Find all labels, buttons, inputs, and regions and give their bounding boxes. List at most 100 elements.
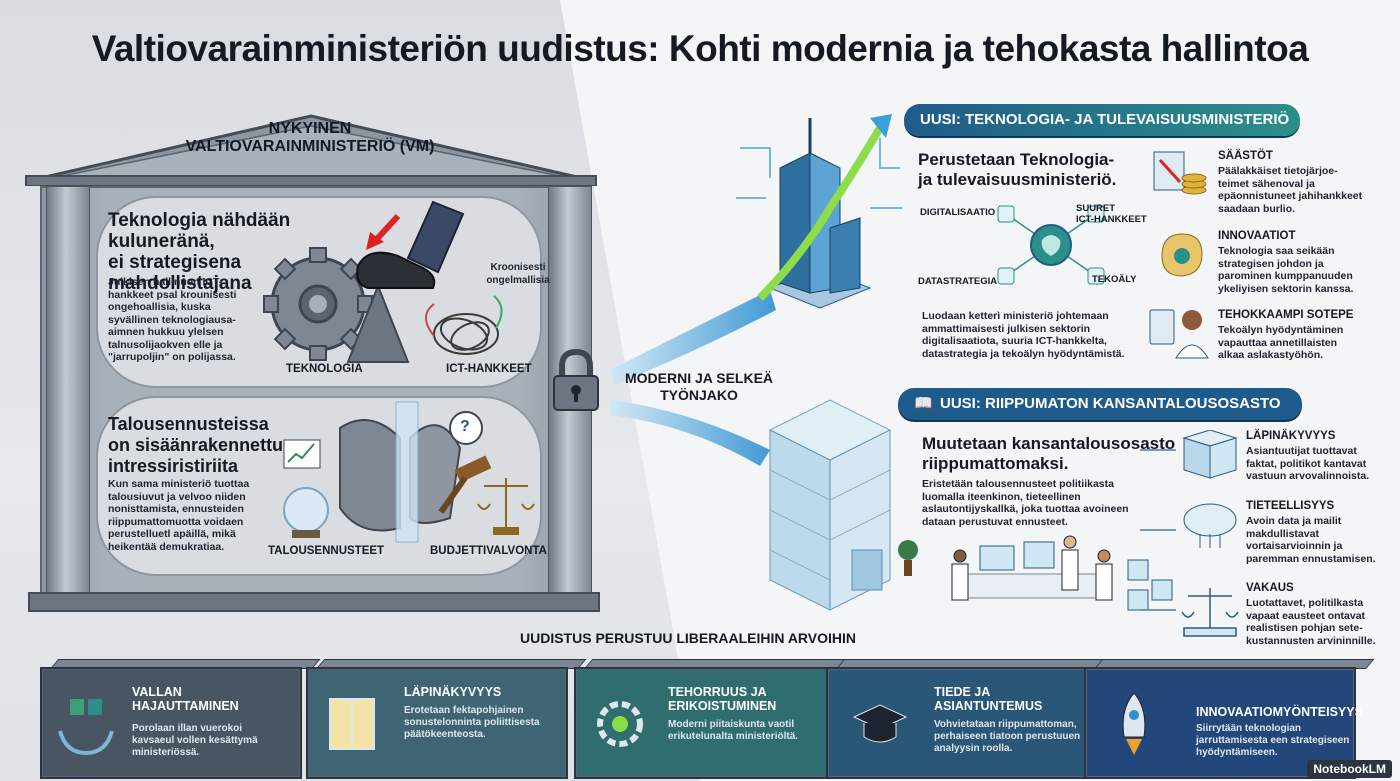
value-title-line2: HAJAUTTAMINEN — [132, 699, 239, 713]
split-arrows — [610, 290, 776, 466]
current-title-line2: VALTIOVARAINMINISTERIÖ (VM) — [185, 138, 435, 155]
value-title: TEHORRUUS JA ERIKOISTUMINEN — [668, 685, 776, 713]
science-text-line: makdullistavat — [1246, 527, 1319, 540]
rocket-icon — [1122, 692, 1146, 755]
gavel-icon — [438, 455, 492, 514]
gear-icon — [263, 247, 373, 361]
savings-icon — [1153, 151, 1207, 195]
hub-label-large-ict: SUURET ICT-HANKKEET — [1076, 203, 1147, 225]
problem-tech-text-line: hankkeet psal krounisesti — [108, 288, 237, 301]
value-text-line: ministeriössä. — [132, 747, 200, 758]
gear-brake-illustration — [263, 200, 503, 363]
growth-arrow-icon — [757, 125, 884, 301]
econ-text-line: luomalla iteenkinon, tieteellinen — [922, 490, 1081, 503]
problem-tech-text: Julkisen hallinuon ICT- hankkeet psal kr… — [108, 276, 268, 364]
problem-tech-text-line: Julkisen hallinuon ICT- — [108, 276, 223, 288]
padlock-icon — [553, 348, 599, 411]
problem-forecast-heading-line3: intressiristiriita — [108, 456, 239, 476]
current-title-line1: NYKYINEN — [268, 120, 352, 137]
stability-text-line: kustannusten arvininnille. — [1246, 634, 1376, 647]
value-title: INNOVAATIOMYÖNTEISYYS — [1196, 705, 1363, 719]
science-text-line: Avoin data ja mailit — [1246, 515, 1342, 527]
problem-forecast-text-line: talousiuvut ja velvoo niiden — [108, 490, 246, 503]
value-text-line: perhaiseen tiatoon perustuuen — [934, 731, 1081, 742]
gear-settings-icon — [597, 701, 643, 747]
question-bubble-icon — [449, 411, 483, 445]
tech-text-line: digitalisaatiota, suuria ICT-hankkelta, — [922, 335, 1107, 347]
scientists-illustration — [951, 535, 1173, 611]
value-title: TIEDE JA ASIANTUNTEMUS — [934, 685, 1042, 713]
tech-ministry-pill: UUSI: TEKNOLOGIA- JA TULEVAISUUSMINISTER… — [904, 104, 1300, 136]
problem-tech-text-line: aimnen hukkuu ylelsen — [108, 326, 224, 338]
tech-text-line: datastrategia ja tekoälyn hyödyntämistä. — [922, 347, 1125, 360]
problem-tech-heading-line2: ei strategisena — [108, 252, 242, 273]
problem-forecast-heading: Talousennusteissa on sisäänrakennettu in… — [108, 414, 308, 477]
tech-text-line: Luodaan ketterì ministeriö johtemaan — [922, 310, 1109, 322]
hub-diagram — [997, 205, 1105, 285]
value-text-line: Moderni piitaiskunta vaotil — [668, 719, 795, 730]
hub-label-data-strategy: DATASTRATEGIA — [918, 276, 998, 287]
problem-tech-text-line: ongehoallisia, kuska — [108, 301, 211, 313]
econ-side-title-stability: VAKAUS — [1246, 582, 1294, 594]
tech-side-text-sote: Tekoälyn hyödyntäminen vapauttaa annetil… — [1218, 324, 1388, 362]
problem-forecast-text-line: perustelluetl apäillä, mikä — [108, 528, 236, 540]
book-search-icon: 📖 — [914, 395, 933, 412]
innovations-text-line: strategisen johdon ja — [1218, 257, 1324, 270]
value-text-line: Porolaan illan vuerokoi — [132, 723, 243, 734]
econ-dept-heading: Muutetaan kansantalousosasto riippumatto… — [922, 434, 1192, 474]
savings-text-line: Päälakkäiset tietojärjoe- — [1218, 165, 1338, 177]
savings-text-line: saadaan burlio. — [1218, 202, 1296, 215]
conflict-illustration — [283, 401, 535, 543]
building-roof — [25, 114, 597, 186]
econ-heading-line1: Muutetaan kansantalousosasto — [922, 434, 1176, 453]
tech-side-title-innovations: INNOVAATIOT — [1218, 230, 1296, 242]
stability-text-line: realistisen pohjan sete- — [1246, 622, 1363, 634]
problem-tech-text-line: talnusolijaokven elle ja — [108, 338, 223, 351]
healthcare-icon — [1149, 309, 1209, 359]
hands-cubes-icon — [58, 699, 114, 756]
problem-tech-heading-line1: Teknologia nähdään kuluneränä, — [108, 210, 291, 252]
econ-side-title-science: TIETEELLISYYS — [1246, 500, 1335, 512]
value-text: Vohvietataan riippumattoman, perhaiseen … — [934, 719, 1086, 755]
econ-side-title-transparency: LÄPINÄKYVYYS — [1246, 430, 1336, 442]
sote-text-line: vapauttaa annetillaisten — [1218, 336, 1338, 349]
problem-forecast-text-line: heikentää demukratiaa. — [108, 540, 225, 553]
problem-tech-text-line: syvällinen teknologiausa- — [108, 313, 236, 326]
chart-icon — [283, 439, 321, 469]
arrow-down-icon — [610, 400, 770, 466]
econ-dept-pill-label: UUSI: RIIPPUMATON KANSANTALOUSOSASTO — [940, 395, 1281, 412]
value-title-line1: INNOVAATIOMYÖNTEISYYS — [1196, 705, 1363, 719]
building-base — [28, 592, 600, 612]
value-text-line: Vohvietataan riippumattoman, — [934, 719, 1077, 730]
savings-text-line: epäonnistuneet jahihankkeet — [1218, 190, 1363, 202]
value-title: LÄPINÄKYVYYS — [404, 685, 501, 699]
tech-ministry-heading: Perustetaan Teknologia- ja tulevaisuusmi… — [918, 150, 1158, 190]
value-title-line2: ERIKOISTUMINEN — [668, 699, 777, 713]
econ-dept-pill: 📖 UUSI: RIIPPUMATON KANSANTALOUSOSASTO — [898, 388, 1302, 420]
stability-text-line: Luotattavet, politilkasta — [1246, 597, 1364, 609]
scientist-icon — [951, 535, 1113, 601]
science-text-line: paremman ennustamisen. — [1246, 552, 1376, 565]
chronic-label: Kroonisesti ongelmallisia — [478, 262, 558, 287]
value-text: Siirrytään teknologian jarruttamisesta e… — [1196, 723, 1354, 759]
page-title: Valtiovarainministeriön uudistus: Kohti … — [91, 28, 1309, 69]
hub-label-large-ict-line1: SUURET — [1076, 203, 1116, 214]
value-text: Porolaan illan vuerokoi kavsaeul vollen … — [132, 723, 298, 759]
value-title-line1: VALLAN — [132, 685, 182, 699]
econ-side-text-transparency: Asiantuutijat tuottavat faktat, politiko… — [1246, 445, 1396, 483]
value-text-line: sonustelonninta poliittisesta — [404, 717, 540, 728]
problem-forecast-text-line: nonisttamista, ennusteiden — [108, 503, 244, 515]
ai-head-icon — [1087, 267, 1105, 285]
tech-side-title-sote: TEHOKKAAMPI SOTEPE — [1218, 309, 1354, 321]
notebooklm-logo: NotebookLM — [1307, 760, 1392, 778]
graduation-cap-icon — [852, 704, 908, 743]
value-box-transparency: LÄPINÄKYVYYS Erotetaan fektapohjainen so… — [306, 667, 568, 779]
plant-icon — [898, 540, 918, 560]
values-title: UUDISTUS PERUSTUU LIBERAALEIHIN ARVOIHIN — [520, 630, 857, 646]
savings-text-line: teimet sähenoval ja — [1218, 177, 1315, 190]
caption-forecasts: TALOUSENNUSTEET — [268, 545, 385, 557]
problem-tech-heading-line3: mahdollistajana — [108, 273, 252, 294]
econ-text-line: aslautontijyskallkä, joka tuottaa avoine… — [922, 503, 1129, 515]
innovations-text-line: ykeliyisen sektorin kanssa. — [1218, 282, 1354, 295]
value-title-line2: ASIANTUNTEMUS — [934, 699, 1043, 713]
